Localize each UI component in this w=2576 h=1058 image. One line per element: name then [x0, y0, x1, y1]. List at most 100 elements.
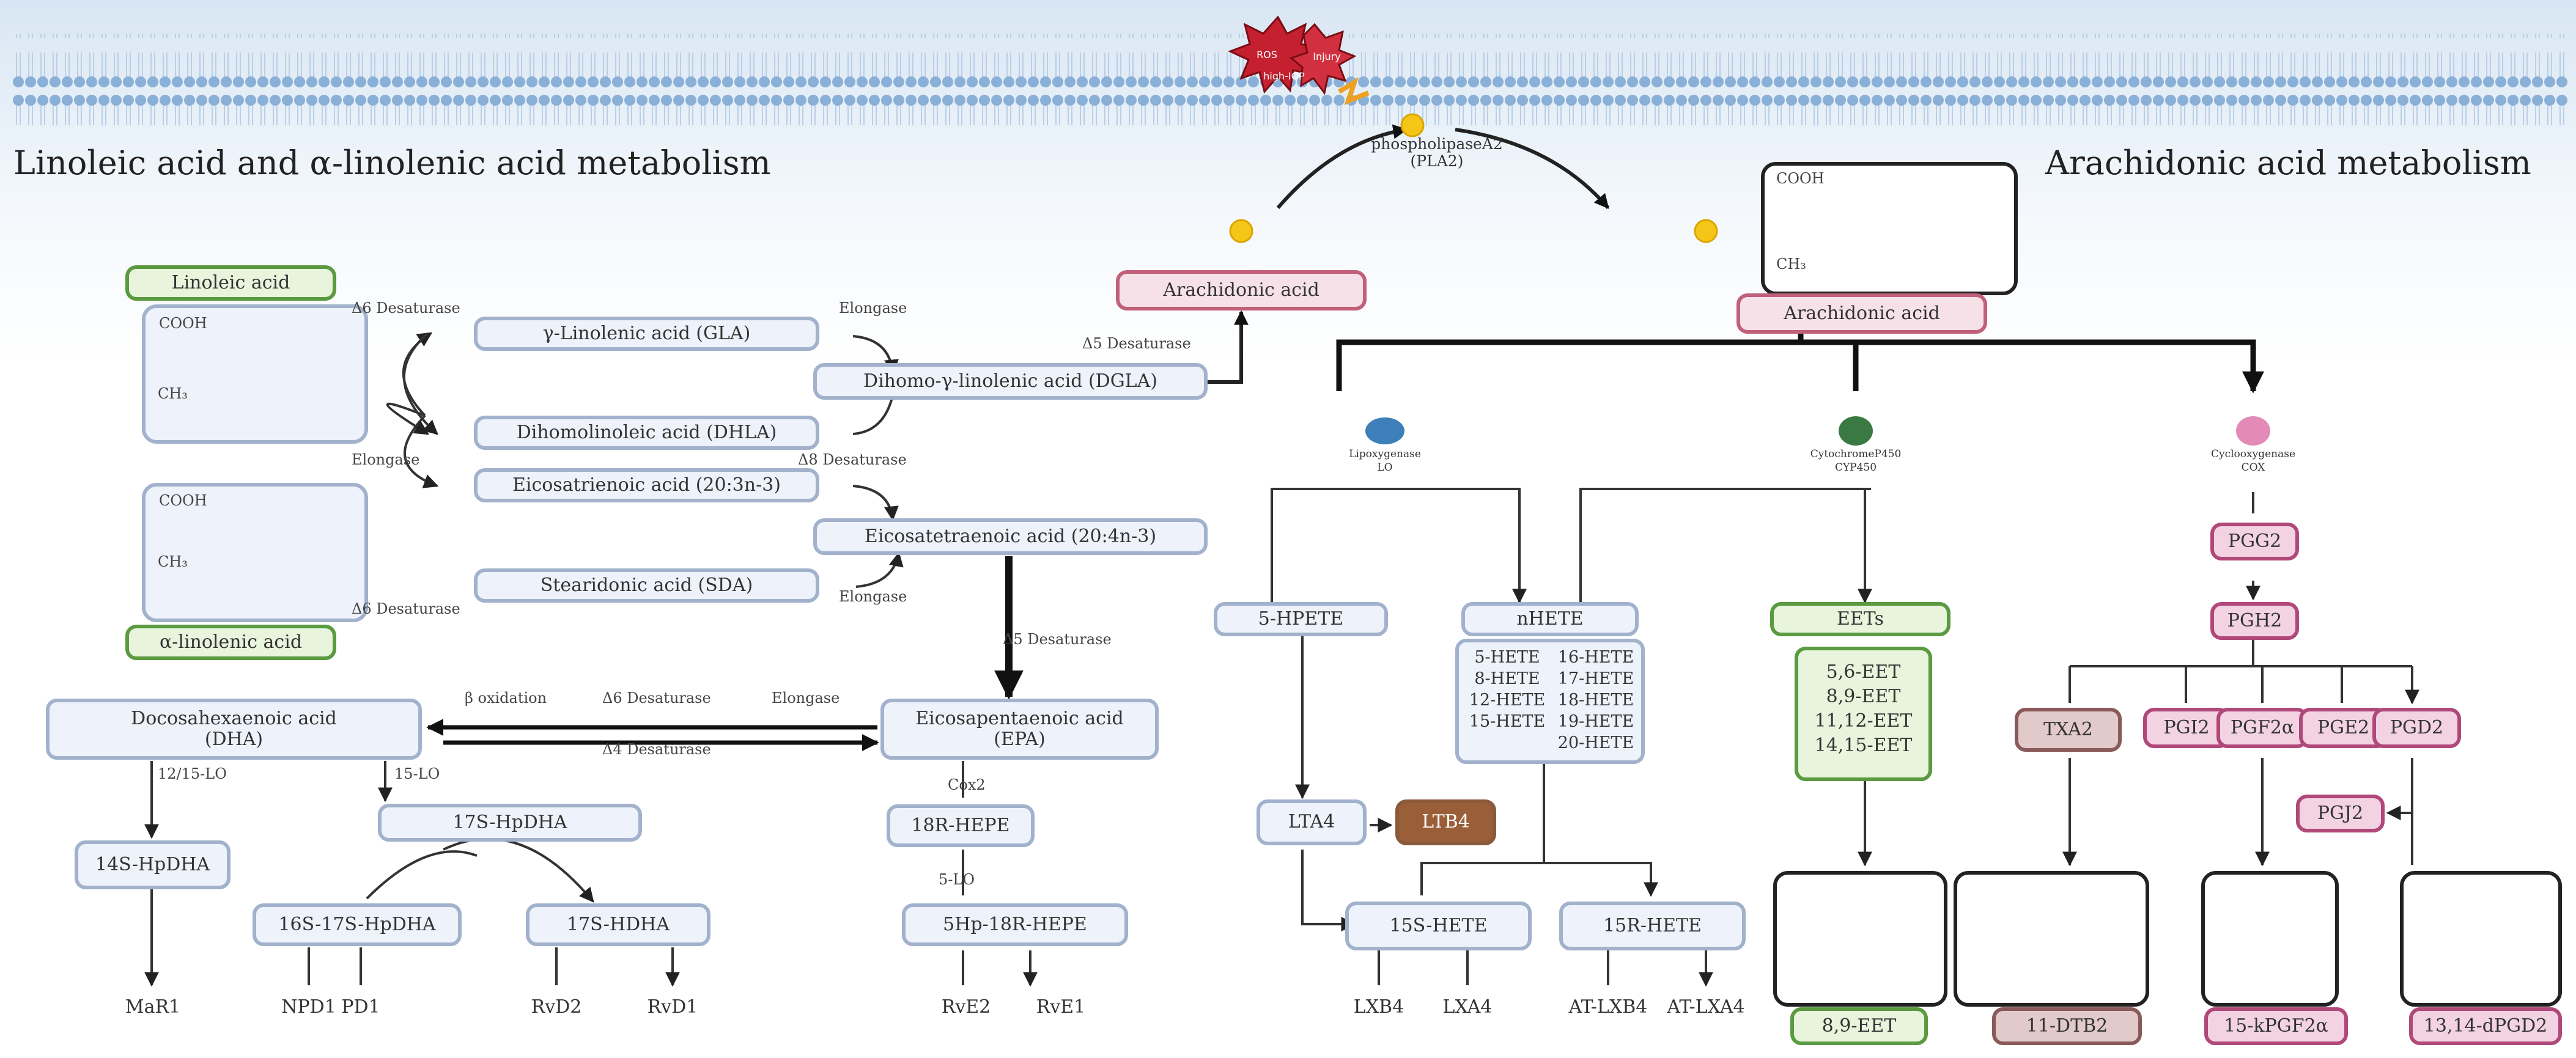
label-12-15-lo: 12/15-LO — [158, 765, 227, 782]
node-lta4: LTA4 — [1257, 799, 1367, 845]
enzyme-lipoxygenase: Lipoxygenase LO — [1327, 447, 1443, 474]
node-epa-line2: (EPA) — [994, 729, 1046, 750]
label-elongase-top: Elongase — [839, 299, 907, 317]
title-right: Arachidonic acid metabolism — [2045, 144, 2531, 182]
label-d6-desaturase-bottom: Δ6 Desaturase — [352, 600, 460, 617]
label-elongase-arrow: Elongase — [772, 689, 840, 707]
arachidonic-structure-box — [1761, 162, 2018, 295]
badge-high-iop: high-IOP — [1263, 70, 1305, 82]
eet-structure-box — [1773, 871, 1947, 1007]
dpgd2-structure-box — [2400, 871, 2562, 1007]
hete-19: 19-HETE — [1557, 712, 1634, 731]
node-dgla: Dihomo-γ-linolenic acid (DGLA) — [813, 363, 1208, 400]
linoleic-structure-box — [142, 304, 368, 444]
kpgf2a-structure-box — [2201, 871, 2339, 1007]
linoleic-cooh-label: COOH — [159, 315, 207, 332]
arachidonic-ch3-label: CH₃ — [1776, 255, 1806, 273]
enzyme-lipoxygenase-name: Lipoxygenase — [1349, 448, 1421, 460]
product-mar1: MaR1 — [125, 996, 181, 1018]
node-pgh2: PGH2 — [2210, 602, 2299, 640]
hete-15: 15-HETE — [1469, 712, 1546, 731]
label-d6-desaturase-top: Δ6 Desaturase — [352, 299, 460, 317]
linoleic-ch3-label: CH₃ — [158, 385, 188, 402]
pla2-label: phospholipaseA2 (PLA2) — [1339, 136, 1535, 170]
label-elongase-sda: Elongase — [839, 588, 907, 605]
node-8-9-eet: 8,9-EET — [1790, 1007, 1928, 1045]
node-eicosatrienoic: Eicosatrienoic acid (20:3n-3) — [474, 468, 819, 502]
label-d6-desaturase-arrow: Δ6 Desaturase — [602, 689, 711, 707]
product-lxa4: LXA4 — [1442, 996, 1493, 1018]
node-pgd2: PGD2 — [2372, 708, 2461, 748]
enzyme-cox-abbr: COX — [2241, 461, 2265, 474]
node-dha-line1: Docosahexaenoic acid — [131, 707, 337, 729]
node-11-dtb2: 11-DTB2 — [1992, 1007, 2142, 1045]
lipoxygenase-icon — [1365, 417, 1404, 444]
hete-18: 18-HETE — [1557, 691, 1634, 710]
node-16s-17s-hpdha: 16S-17S-HpDHA — [253, 903, 462, 946]
product-rve1: RvE1 — [1036, 996, 1086, 1018]
node-5-hpete: 5-HPETE — [1214, 602, 1388, 636]
node-txa2: TXA2 — [2015, 708, 2122, 752]
node-15r-hete: 15R-HETE — [1559, 902, 1746, 950]
node-14s-hpdha: 14S-HpDHA — [75, 840, 231, 889]
node-13-14-dpgd2: 13,14-dPGD2 — [2409, 1007, 2562, 1045]
enzyme-cyclooxygenase: Cyclooxygenase COX — [2192, 447, 2314, 474]
pla2-label-line1: phospholipaseA2 — [1371, 135, 1503, 153]
hete-20: 20-HETE — [1557, 733, 1634, 752]
node-pgg2: PGG2 — [2210, 523, 2299, 560]
product-rvd1: RvD1 — [647, 996, 698, 1018]
node-17s-hpdha: 17S-HpDHA — [378, 804, 642, 842]
hete-17: 17-HETE — [1557, 669, 1634, 688]
eet-list: 5,6-EET 8,9-EET 11,12-EET 14,15-EET — [1795, 660, 1932, 758]
cox-icon — [2236, 416, 2270, 446]
badge-ros: ROS — [1257, 49, 1277, 61]
hete-list-box — [1455, 639, 1645, 764]
cyp450-icon — [1839, 416, 1873, 446]
product-rvd2: RvD2 — [531, 996, 582, 1018]
product-pd1: PD1 — [341, 996, 380, 1018]
node-dhla: Dihomolinoleic acid (DHLA) — [474, 416, 819, 450]
node-linoleic-acid: Linoleic acid — [125, 265, 336, 301]
product-lxb4: LXB4 — [1353, 996, 1404, 1018]
enzyme-cytochrome-p450: CytochromeP450 CYP450 — [1792, 447, 1920, 474]
node-15-kpgf2a: 15-kPGF2α — [2204, 1007, 2348, 1045]
node-arachidonic-acid-left: Arachidonic acid — [1116, 270, 1367, 310]
node-eets: EETs — [1770, 602, 1950, 636]
dtb2-structure-box — [1954, 871, 2149, 1007]
node-epa: Eicosapentaenoic acid (EPA) — [880, 699, 1159, 760]
node-dha: Docosahexaenoic acid (DHA) — [46, 699, 422, 760]
injury-burst-icon — [1228, 15, 1357, 95]
label-15-lo: 15-LO — [394, 765, 440, 782]
product-at-lxa4: AT-LXA4 — [1667, 996, 1745, 1018]
hete-12: 12-HETE — [1469, 691, 1546, 710]
node-alpha-linolenic-acid: α-linolenic acid — [125, 625, 336, 660]
eet-list-box — [1795, 647, 1932, 781]
node-15s-hete: 15S-HETE — [1345, 902, 1532, 950]
enzyme-lipoxygenase-abbr: LO — [1377, 461, 1393, 474]
label-5-lo: 5-LO — [939, 871, 975, 888]
node-nhete: nHETE — [1461, 602, 1639, 636]
enzyme-cyp450-name: CytochromeP450 — [1810, 448, 1902, 460]
label-d4-desaturase: Δ4 Desaturase — [602, 741, 711, 758]
badge-injury: Injury — [1313, 51, 1341, 62]
pla2-label-line2: (PLA2) — [1410, 152, 1464, 170]
node-sda: Stearidonic acid (SDA) — [474, 568, 819, 603]
node-5hp-18r-hepe: 5Hp-18R-HEPE — [902, 903, 1128, 946]
product-at-lxb4: AT-LXB4 — [1568, 996, 1648, 1018]
label-elongase-mid: Elongase — [352, 451, 420, 468]
lightning-icon — [1337, 77, 1370, 105]
label-d8-desaturase: Δ8 Desaturase — [798, 451, 907, 468]
eet-8-9: 8,9-EET — [1826, 686, 1901, 707]
enzyme-cox-name: Cyclooxygenase — [2210, 448, 2296, 460]
label-beta-oxidation: β oxidation — [465, 689, 547, 707]
alpha-linolenic-structure-box — [142, 483, 368, 622]
alpha-linolenic-ch3-label: CH₃ — [158, 553, 188, 570]
hete-list-col1: 5-HETE 8-HETE 12-HETE 15-HETE — [1464, 647, 1550, 732]
arachidonic-cooh-label: COOH — [1776, 170, 1825, 187]
eet-5-6: 5,6-EET — [1826, 661, 1901, 683]
label-d5-desaturase-mid: Δ5 Desaturase — [1003, 631, 1112, 648]
node-pgf2a: PGF2α — [2216, 708, 2308, 748]
node-dha-line2: (DHA) — [204, 729, 264, 750]
